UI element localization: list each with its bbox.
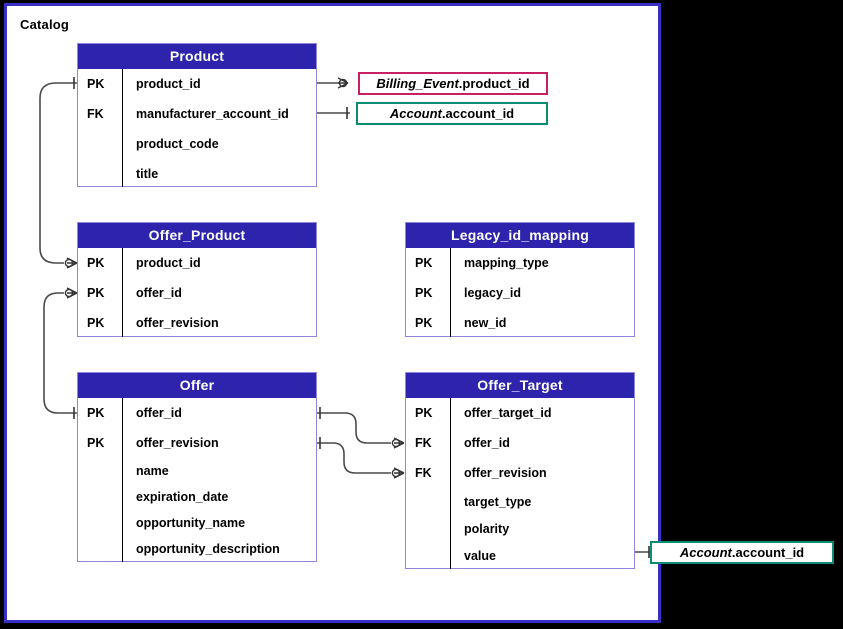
attr-key: PK [415, 316, 433, 330]
entity-product-key-rail [78, 69, 123, 187]
table-row[interactable]: opportunity_name [78, 510, 316, 536]
entity-offer-title: Offer [78, 373, 316, 398]
external-ref-billing-event-product-id[interactable]: Billing_Event.product_id [358, 72, 548, 95]
table-row[interactable]: name [78, 458, 316, 484]
attr-name: product_id [136, 256, 201, 270]
attr-name: offer_id [136, 406, 182, 420]
attr-name: opportunity_name [136, 516, 246, 530]
entity-product-title: Product [78, 44, 316, 69]
attr-name: offer_target_id [464, 406, 552, 420]
entity-legacy-id-mapping-body: PK mapping_type PK legacy_id PK new_id [406, 248, 634, 337]
external-ref-separator: . [458, 76, 463, 91]
table-row[interactable]: product_code [78, 129, 316, 159]
attr-key: PK [87, 436, 105, 450]
external-ref-attribute-name: account_id [445, 106, 515, 121]
entity-offer-product[interactable]: Offer_Product PK product_id PK offer_id … [77, 222, 317, 337]
attr-name: offer_revision [464, 466, 547, 480]
external-ref-account-account-id-top[interactable]: Account.account_id [356, 102, 548, 125]
entity-product-body: PK product_id FK manufacturer_account_id… [78, 69, 316, 187]
table-row[interactable]: FK offer_revision [406, 458, 634, 488]
attr-key: FK [415, 436, 432, 450]
table-row[interactable]: PK product_id [78, 69, 316, 99]
table-row[interactable]: PK offer_revision [78, 428, 316, 458]
external-ref-separator: . [441, 106, 446, 121]
table-row[interactable]: PK legacy_id [406, 278, 634, 308]
attr-name: title [136, 167, 159, 181]
attr-name: manufacturer_account_id [136, 107, 289, 121]
attr-name: expiration_date [136, 490, 229, 504]
table-row[interactable]: PK mapping_type [406, 248, 634, 278]
table-row[interactable]: PK offer_id [78, 398, 316, 428]
external-ref-account-account-id-bottom[interactable]: Account.account_id [650, 541, 834, 564]
table-row[interactable]: polarity [406, 515, 634, 542]
entity-legacy-id-mapping-title: Legacy_id_mapping [406, 223, 634, 248]
attr-name: opportunity_description [136, 542, 280, 556]
external-ref-entity-name: Billing_Event [376, 76, 459, 91]
table-row[interactable]: title [78, 159, 316, 189]
entity-offer-target-title: Offer_Target [406, 373, 634, 398]
attr-name: product_id [136, 77, 201, 91]
attr-name: legacy_id [464, 286, 521, 300]
attr-name: offer_id [464, 436, 510, 450]
entity-offer-target-body: PK offer_target_id FK offer_id FK offer_… [406, 398, 634, 569]
attr-name: offer_revision [136, 436, 219, 450]
external-ref-attribute-name: account_id [735, 545, 805, 560]
entity-offer[interactable]: Offer PK offer_id PK offer_revision name… [77, 372, 317, 562]
table-row[interactable]: PK product_id [78, 248, 316, 278]
attr-name: mapping_type [464, 256, 549, 270]
table-row[interactable]: PK new_id [406, 308, 634, 338]
table-row[interactable]: PK offer_revision [78, 308, 316, 338]
table-row[interactable]: FK manufacturer_account_id [78, 99, 316, 129]
entity-offer-target-key-rail [406, 398, 451, 569]
attr-name: target_type [464, 494, 532, 509]
table-row[interactable]: PK offer_target_id [406, 398, 634, 428]
attr-name: offer_id [136, 286, 182, 300]
attr-key: PK [87, 77, 105, 91]
external-ref-attribute-name: product_id [462, 76, 530, 91]
table-row[interactable]: opportunity_description [78, 536, 316, 562]
external-ref-entity-name: Account [679, 545, 732, 560]
attr-key: FK [87, 107, 104, 121]
attr-key: PK [415, 256, 433, 270]
attr-key: PK [415, 406, 433, 420]
table-row[interactable]: FK offer_id [406, 428, 634, 458]
table-row[interactable]: expiration_date [78, 484, 316, 510]
attr-key: PK [87, 406, 105, 420]
entity-offer-key-rail [78, 398, 123, 562]
entity-offer-body: PK offer_id PK offer_revision name expir… [78, 398, 316, 562]
attr-key: PK [87, 316, 105, 330]
attr-name: polarity [464, 521, 510, 536]
external-ref-entity-name: Account [389, 106, 442, 121]
catalog-title: Catalog [20, 17, 70, 32]
attr-name: product_code [136, 137, 219, 151]
attr-name: new_id [464, 316, 507, 330]
attr-name: offer_revision [136, 316, 219, 330]
attr-key: PK [87, 286, 105, 300]
attr-key: PK [415, 286, 433, 300]
attr-key: FK [415, 466, 432, 480]
entity-offer-product-key-rail [78, 248, 123, 337]
entity-offer-target[interactable]: Offer_Target PK offer_target_id FK offer… [405, 372, 635, 569]
table-row[interactable]: value [406, 542, 634, 569]
external-ref-separator: . [731, 545, 736, 560]
entity-product[interactable]: Product PK product_id FK manufacturer_ac… [77, 43, 317, 187]
entity-offer-product-body: PK product_id PK offer_id PK offer_revis… [78, 248, 316, 337]
entity-legacy-id-mapping[interactable]: Legacy_id_mapping PK mapping_type PK leg… [405, 222, 635, 337]
entity-legacy-id-mapping-key-rail [406, 248, 451, 337]
attr-key: PK [87, 256, 105, 270]
table-row[interactable]: target_type [406, 488, 634, 515]
entity-offer-product-title: Offer_Product [78, 223, 316, 248]
table-row[interactable]: PK offer_id [78, 278, 316, 308]
attr-name: name [136, 464, 169, 478]
attr-name: value [464, 548, 496, 563]
